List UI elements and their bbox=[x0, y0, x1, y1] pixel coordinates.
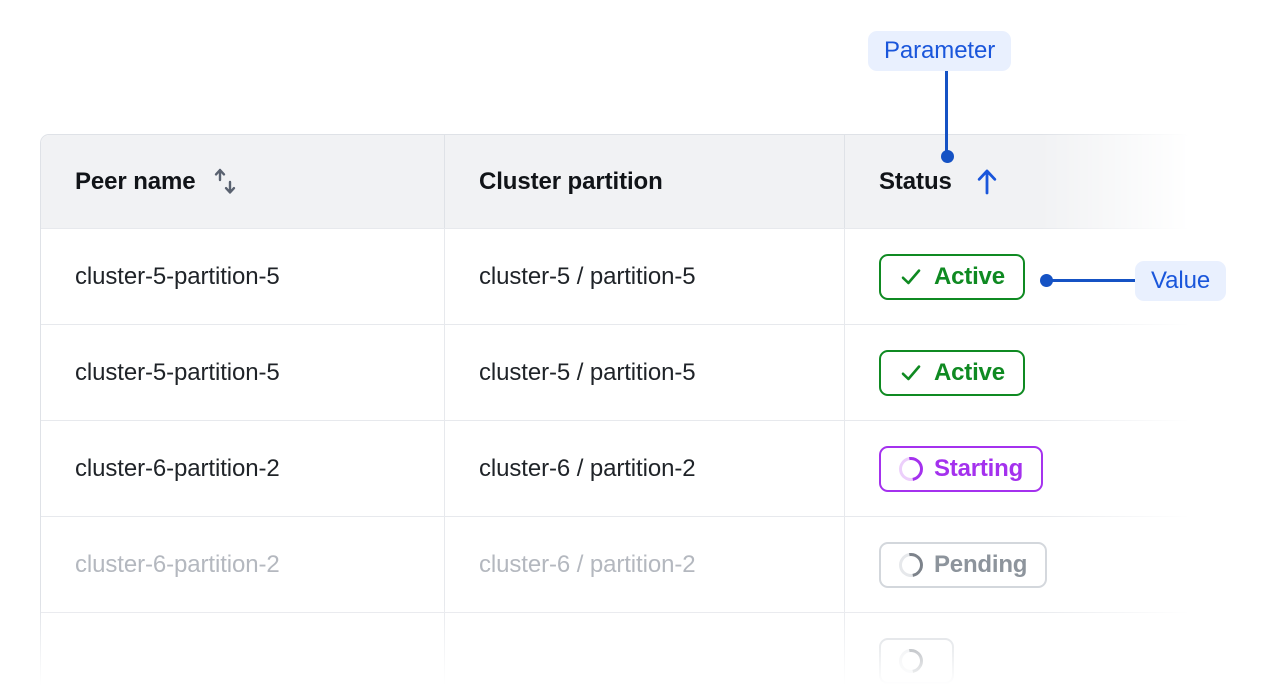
cell-cluster-partition: cluster-5 / partition-5 bbox=[445, 325, 845, 420]
cell-status bbox=[845, 613, 1191, 688]
spinner-icon bbox=[894, 547, 928, 582]
annotation-dot-value bbox=[1040, 274, 1053, 287]
cell-cluster-partition: cluster-6 / partition-2 bbox=[445, 421, 845, 516]
cell-peer-name: cluster-6-partition-2 bbox=[41, 421, 445, 516]
table-row[interactable]: cluster-5-partition-5 cluster-5 / partit… bbox=[41, 229, 1191, 325]
peer-name-text: cluster-6-partition-2 bbox=[75, 454, 280, 482]
spinner-icon bbox=[894, 644, 928, 678]
cell-cluster-partition: cluster-6 / partition-2 bbox=[445, 517, 845, 612]
table-row[interactable]: cluster-6-partition-2 cluster-6 / partit… bbox=[41, 421, 1191, 517]
cluster-partition-text: cluster-5 / partition-5 bbox=[479, 262, 696, 290]
peer-name-text: cluster-5-partition-5 bbox=[75, 358, 280, 386]
annotation-dot-parameter bbox=[941, 150, 954, 163]
annotation-badge-value: Value bbox=[1135, 261, 1227, 301]
sort-updown-icon[interactable] bbox=[212, 167, 240, 197]
annotation-badge-parameter: Parameter bbox=[868, 31, 1012, 71]
status-badge-active: Active bbox=[879, 253, 1025, 300]
status-label: Active bbox=[934, 262, 1005, 290]
status-badge-starting: Starting bbox=[879, 445, 1044, 492]
cluster-partition-text: cluster-6 / partition-2 bbox=[479, 550, 696, 578]
column-header-status[interactable]: Status bbox=[845, 135, 1191, 228]
peer-name-text: cluster-5-partition-5 bbox=[75, 262, 280, 290]
table-header-row: Peer name Cluster partition Status bbox=[41, 135, 1191, 229]
column-header-label: Cluster partition bbox=[479, 167, 663, 195]
column-header-label: Status bbox=[879, 167, 952, 195]
check-icon bbox=[899, 361, 923, 385]
cell-status: Starting bbox=[845, 421, 1191, 516]
cell-peer-name: cluster-6-partition-2 bbox=[41, 517, 445, 612]
annotation-connector-value bbox=[1049, 279, 1135, 282]
cell-peer-name: cluster-5-partition-5 bbox=[41, 325, 445, 420]
annotation-connector-parameter bbox=[945, 71, 948, 157]
peers-table: Peer name Cluster partition Status bbox=[40, 134, 1192, 688]
cell-status: Active bbox=[845, 229, 1191, 324]
table-fade-container: Peer name Cluster partition Status bbox=[40, 134, 1192, 688]
column-header-cluster-partition[interactable]: Cluster partition bbox=[445, 135, 845, 228]
table-row[interactable]: cluster-6-partition-2 cluster-6 / partit… bbox=[41, 517, 1191, 613]
check-icon bbox=[899, 265, 923, 289]
cell-peer-name bbox=[41, 613, 445, 688]
status-label: Active bbox=[934, 358, 1005, 386]
status-label: Pending bbox=[934, 550, 1028, 578]
table-row[interactable]: cluster-5-partition-5 cluster-5 / partit… bbox=[41, 325, 1191, 421]
column-header-peer-name[interactable]: Peer name bbox=[41, 135, 445, 228]
cell-cluster-partition bbox=[445, 613, 845, 688]
status-label: Starting bbox=[934, 454, 1024, 482]
column-header-label: Peer name bbox=[75, 167, 196, 195]
status-badge-pending: Pending bbox=[879, 541, 1048, 588]
cell-status: Active bbox=[845, 325, 1191, 420]
cell-peer-name: cluster-5-partition-5 bbox=[41, 229, 445, 324]
table-row[interactable] bbox=[41, 613, 1191, 688]
cell-cluster-partition: cluster-5 / partition-5 bbox=[445, 229, 845, 324]
spinner-icon bbox=[894, 451, 928, 486]
sort-up-arrow-icon[interactable] bbox=[974, 167, 1000, 197]
status-badge-pending bbox=[879, 638, 954, 684]
status-badge-active: Active bbox=[879, 349, 1025, 396]
peer-name-text: cluster-6-partition-2 bbox=[75, 550, 280, 578]
cluster-partition-text: cluster-6 / partition-2 bbox=[479, 454, 696, 482]
cell-status: Pending bbox=[845, 517, 1191, 612]
cluster-partition-text: cluster-5 / partition-5 bbox=[479, 358, 696, 386]
